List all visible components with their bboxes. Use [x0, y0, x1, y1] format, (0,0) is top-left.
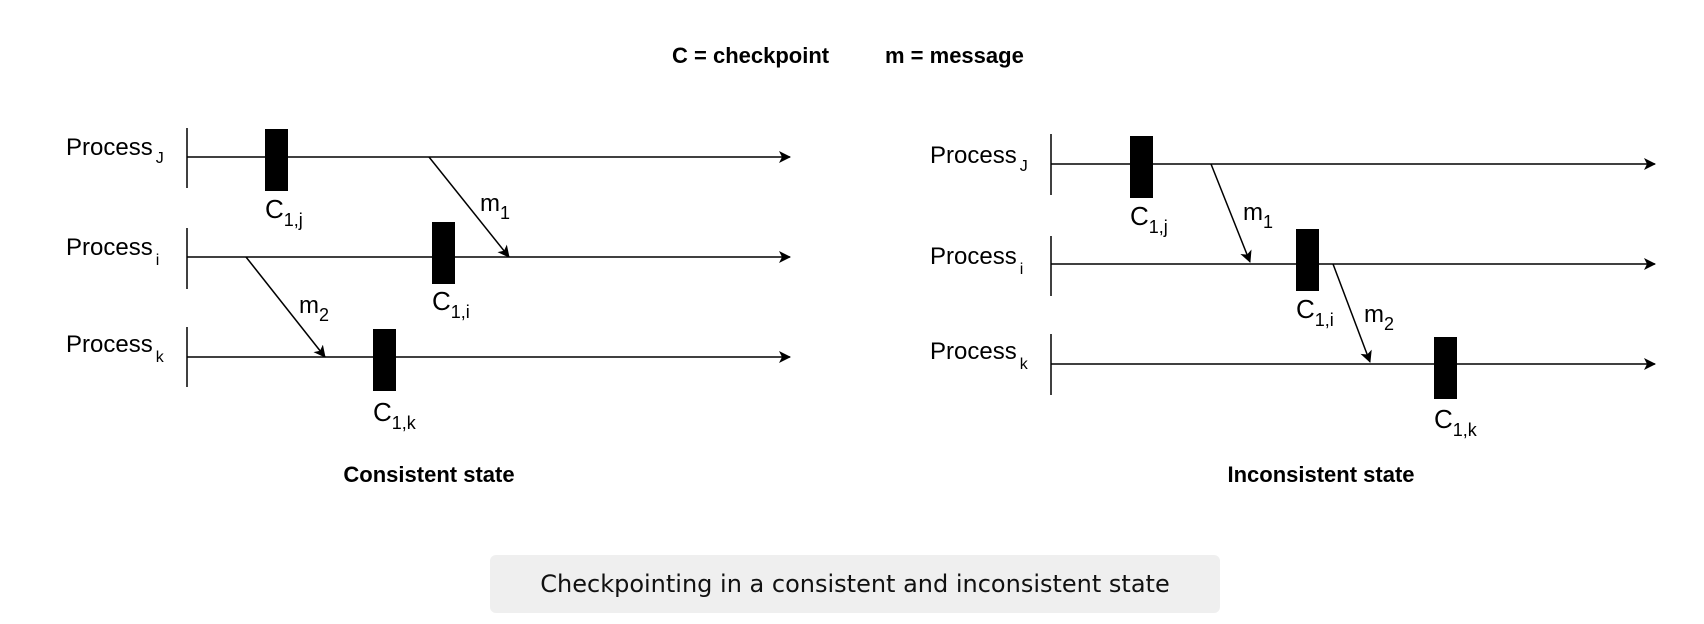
consistent-state-title: Consistent state [343, 462, 514, 487]
inconsistent-state-title: Inconsistent state [1227, 462, 1414, 487]
checkpoint-c1i-mark [1296, 229, 1319, 291]
checkpoint-c1i-mark [432, 222, 455, 284]
checkpoint-c1k-mark [373, 329, 396, 391]
checkpoint-c1j-label: C1,j [265, 194, 303, 230]
checkpoint-c1i-label: C1,i [1296, 294, 1334, 330]
checkpoint-c1i-label: C1,i [432, 286, 470, 322]
checkpoint-c1k-label: C1,k [1434, 404, 1478, 440]
message-m2-label: m2 [1364, 301, 1394, 334]
legend-checkpoint: C = checkpoint [672, 43, 830, 68]
checkpoint-c1j-mark [265, 129, 288, 191]
message-m1-arrow [1210, 163, 1252, 263]
figure-caption-text: Checkpointing in a consistent and incons… [540, 570, 1170, 598]
message-m1-label: m1 [1243, 199, 1273, 232]
message-m2-label: m2 [299, 292, 329, 325]
checkpoint-c1j-label: C1,j [1130, 201, 1168, 237]
legend-message: m = message [885, 43, 1024, 68]
message-m1-label: m1 [480, 190, 510, 223]
message-m1-arrow [428, 156, 510, 258]
checkpoint-c1k-label: C1,k [373, 397, 417, 433]
figure-caption: Checkpointing in a consistent and incons… [490, 555, 1220, 613]
checkpoint-c1k-mark [1434, 337, 1457, 399]
message-m2-arrow [1332, 263, 1372, 363]
checkpoint-c1j-mark [1130, 136, 1153, 198]
message-m2-arrow [245, 256, 326, 358]
